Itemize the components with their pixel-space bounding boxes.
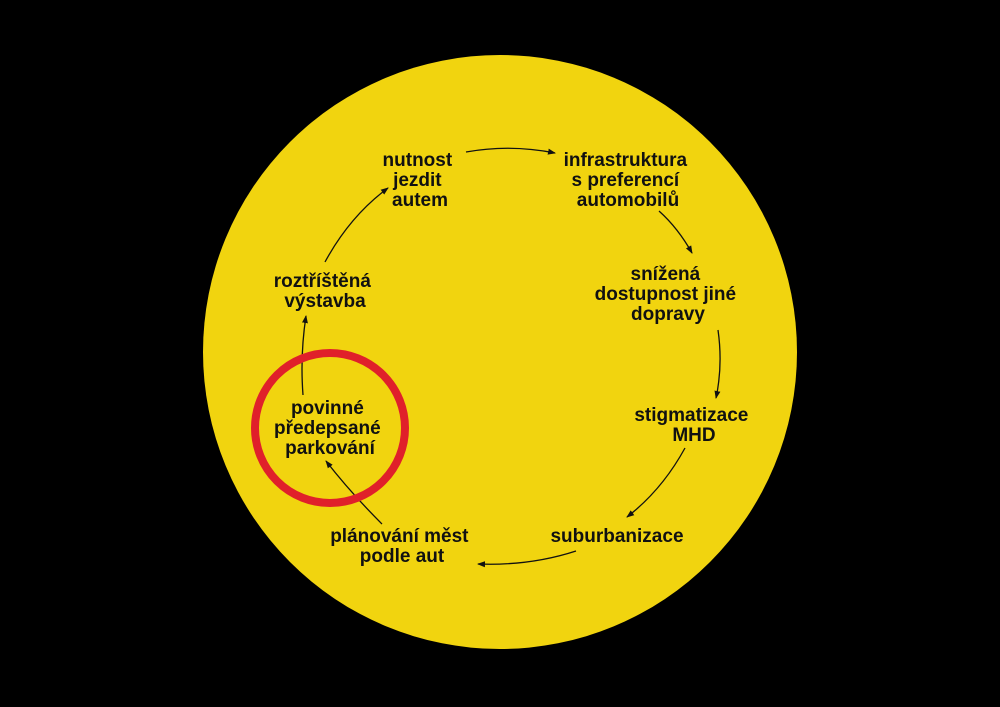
label-line: jezdit (392, 170, 442, 191)
yellow-disc (203, 55, 797, 649)
arrow-nutnost-to-infrastruktura (465, 147, 556, 155)
node-roztristena: roztříštěná výstavba (274, 271, 376, 312)
label-line: autem (392, 190, 448, 211)
label-line: výstavba (284, 291, 366, 312)
node-snizena: snížená dostupnost jiné dopravy (595, 264, 742, 325)
highlight-ring (251, 349, 409, 507)
label-line: parkování (285, 438, 375, 459)
node-nutnost: nutnost jezdit autem (383, 150, 458, 211)
arrow-suburbanizace-to-planovani (477, 550, 577, 568)
label-line: snížená (631, 264, 701, 285)
node-planovani: plánování měst podle aut (330, 526, 474, 567)
label-line: povinné (291, 398, 364, 419)
arrow-stigmatizace-to-suburbanizace (626, 447, 686, 518)
arrow-roztristena-to-nutnost (324, 187, 389, 263)
arrow-planovani-to-parkovani (325, 460, 383, 525)
label-line: s preferencí (571, 170, 679, 191)
label-line: stigmatizace (634, 405, 748, 426)
label-line: automobilů (577, 190, 679, 211)
label-line: suburbanizace (550, 526, 683, 547)
arrow-infrastruktura-to-snizena (658, 210, 693, 254)
label-line: nutnost (383, 150, 453, 171)
node-stigmatizace: stigmatizace MHD (634, 405, 753, 446)
node-infrastruktura: infrastruktura s preferencí automobilů (564, 150, 693, 211)
label-line: infrastruktura (564, 150, 688, 171)
label-line: dopravy (631, 304, 705, 325)
label-line: roztříštěná (274, 271, 372, 292)
label-line: MHD (672, 425, 715, 446)
node-parkovani: povinné předepsané parkování (274, 398, 386, 459)
node-suburbanizace: suburbanizace (550, 526, 683, 547)
label-line: předepsané (274, 418, 381, 439)
label-line: dostupnost jiné (595, 284, 736, 305)
label-line: plánování měst (330, 526, 469, 547)
label-line: podle aut (360, 546, 445, 567)
arrow-snizena-to-stigmatizace (714, 329, 721, 399)
